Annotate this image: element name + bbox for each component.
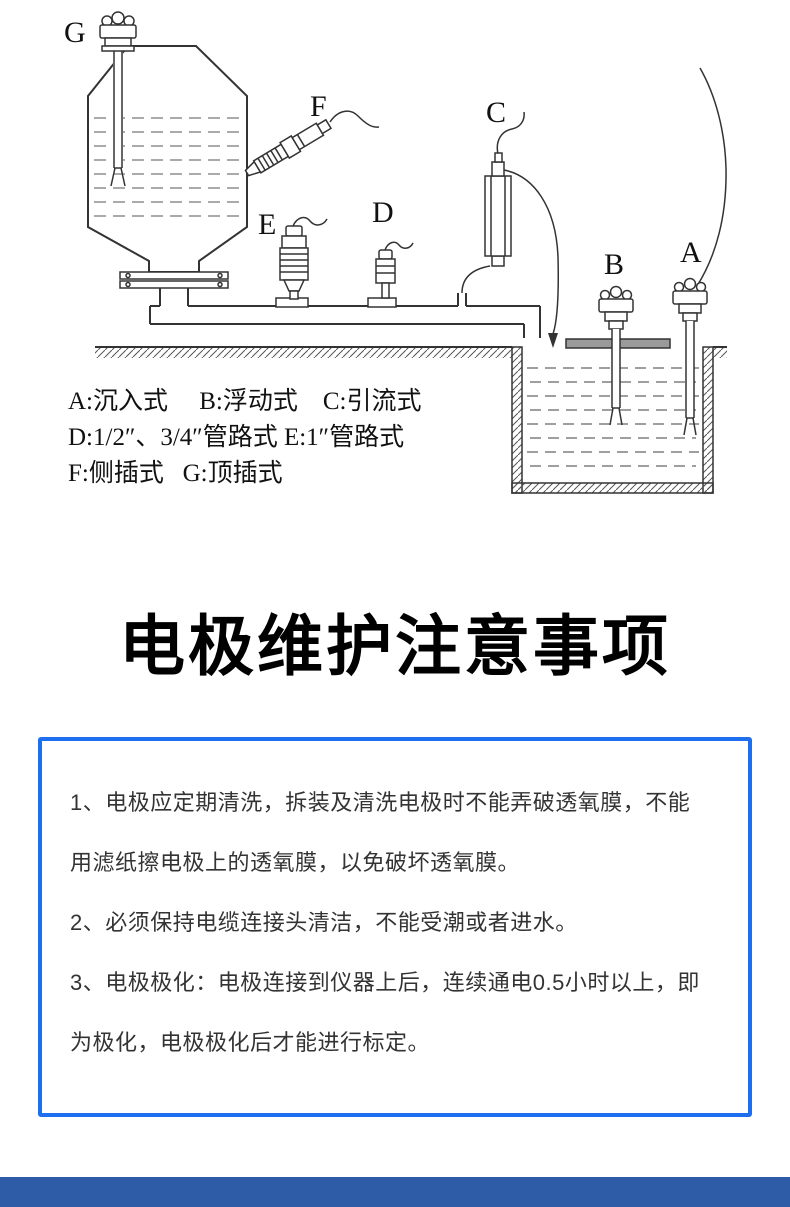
- sensor-g: [99, 11, 137, 187]
- note-item-2: 2、必须保持电缆连接头清洁，不能受潮或者进水。: [70, 909, 578, 935]
- label-f: F: [310, 90, 327, 123]
- sensor-a: [672, 67, 727, 436]
- pipe: [149, 265, 541, 338]
- ground-hatch: [95, 346, 727, 358]
- maintenance-notes-box: 1、电极应定期清洗，拆装及清洗电极时不能弄破透氧膜，不能 用滤纸擦电极上的透氧膜…: [38, 736, 752, 1117]
- sensor-c-flow-cell: [484, 111, 559, 348]
- sensor-f: [244, 110, 380, 177]
- tank: [87, 45, 248, 273]
- flow-arrow: [548, 333, 558, 348]
- legend-line-1: A:沉入式 B:浮动式 C:引流式: [68, 388, 422, 415]
- footer-bar: [0, 1177, 790, 1207]
- label-e: E: [258, 208, 277, 241]
- label-b: B: [604, 248, 625, 281]
- legend-line-3: F:侧插式 G:顶插式: [68, 460, 283, 487]
- label-c: C: [486, 96, 507, 129]
- label-g: G: [64, 16, 86, 49]
- sensor-b: [565, 285, 671, 426]
- basin: [511, 346, 714, 494]
- label-a: A: [680, 236, 702, 269]
- diagram-legend: A:沉入式 B:浮动式 C:引流式 D:1/2″、3/4″管路式 E:1″管路式…: [68, 384, 422, 492]
- flange: [119, 271, 229, 289]
- sensor-e: [279, 216, 328, 300]
- note-item-1: 1、电极应定期清洗，拆装及清洗电极时不能弄破透氧膜，不能 用滤纸擦电极上的透氧膜…: [70, 789, 691, 875]
- legend-line-2: D:1/2″、3/4″管路式 E:1″管路式: [68, 424, 405, 451]
- sensor-d: [375, 241, 414, 299]
- page-title: 电极维护注意事项: [119, 609, 671, 683]
- label-d: D: [372, 196, 394, 229]
- note-item-3: 3、电极极化：电极连接到仪器上后，连续通电0.5小时以上，即 为极化，电极极化后…: [70, 969, 700, 1055]
- diagram-svg: [87, 11, 727, 494]
- installation-diagram: G F C E D B A A:沉入式 B:浮动式 C:引流式 D:1/2″、3…: [0, 0, 790, 500]
- pipe-tee-d: [367, 297, 397, 308]
